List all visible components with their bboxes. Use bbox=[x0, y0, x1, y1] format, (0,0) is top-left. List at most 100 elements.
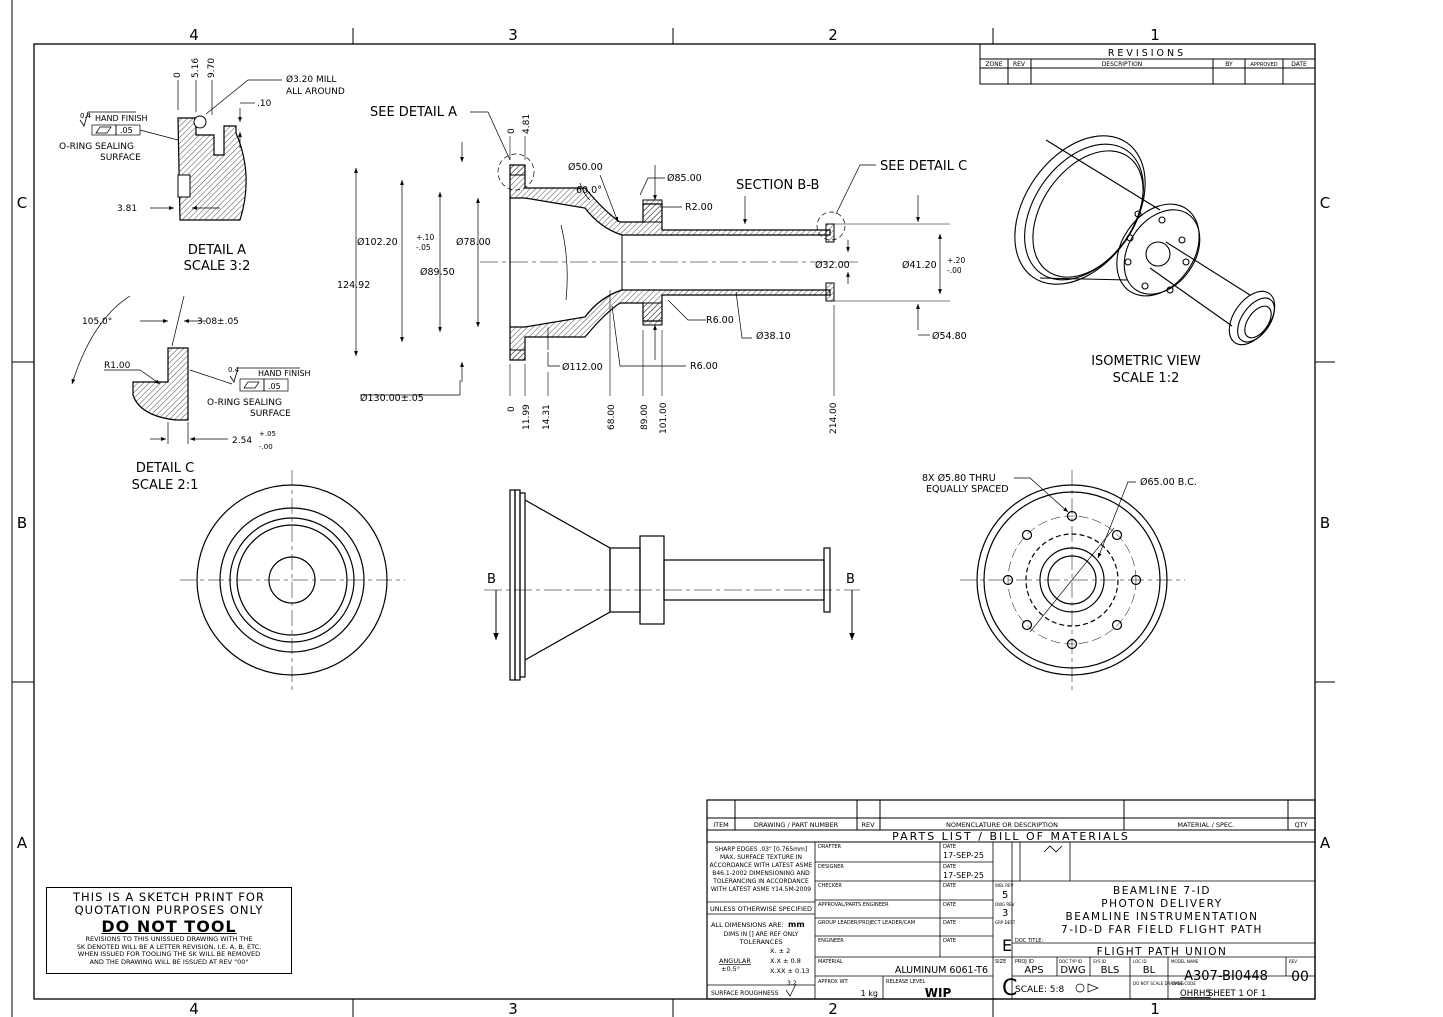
dimension-label: 0 bbox=[173, 72, 183, 78]
zone-col-2-top: 2 bbox=[828, 26, 838, 44]
iso-title: ISOMETRIC VIEW bbox=[1091, 354, 1201, 369]
dimension-label: BEAMLINE 7-ID bbox=[1113, 885, 1211, 897]
dimension-label: HAND FINISH bbox=[95, 114, 148, 123]
dimension-label: LOC ID bbox=[1133, 959, 1147, 964]
dimension-label: R6.00 bbox=[706, 315, 734, 326]
dimension-label: HAND FINISH bbox=[258, 369, 311, 378]
zone-col-3-top: 3 bbox=[508, 26, 518, 44]
dimension-label: WBL REV bbox=[995, 883, 1014, 888]
dimension-label: Ø89.50 bbox=[420, 267, 455, 278]
section-detail-a-circle bbox=[497, 153, 535, 191]
zone-col-3-bottom: 3 bbox=[508, 1000, 518, 1017]
detail-c-scale: SCALE 2:1 bbox=[132, 478, 199, 493]
zone-labels: 4 3 2 1 4 3 2 1 C B A C B A bbox=[17, 26, 1331, 1017]
dimension-label: 3.08±.05 bbox=[197, 317, 239, 327]
dimension-label: Ø54.80 bbox=[932, 331, 967, 342]
dimension-label: UNLESS OTHERWISE SPECIFIED bbox=[710, 905, 812, 913]
dimension-label: 4.81 bbox=[522, 114, 532, 134]
detail-a-scale: SCALE 3:2 bbox=[184, 259, 251, 274]
end-view-left bbox=[180, 470, 405, 690]
dimension-label: SURFACE bbox=[100, 153, 141, 163]
dimension-label: CAGE CODE bbox=[1172, 981, 1196, 986]
dimension-label: 0.4 bbox=[228, 366, 240, 374]
dimension-label: SIZE bbox=[995, 959, 1006, 965]
dimension-label: ALUMINUM 6061-T6 bbox=[895, 965, 988, 976]
dimension-label: SURFACE bbox=[250, 409, 291, 419]
dimension-label: 60.0° bbox=[576, 185, 602, 196]
dimension-label: C bbox=[1002, 976, 1017, 1001]
revisions-table: REVISIONS ZONE REV DESCRIPTION BY APPROV… bbox=[979, 43, 1316, 85]
dimension-label: 5 bbox=[1002, 890, 1008, 901]
dimension-label: DATE bbox=[943, 938, 956, 944]
dimension-label: Ø50.00 bbox=[568, 162, 603, 173]
dimension-label: DATE bbox=[943, 864, 956, 870]
dimension-label: APS bbox=[1024, 965, 1043, 976]
dimension-label: 214.00 bbox=[829, 402, 839, 434]
dimension-label: 7-ID-D FAR FIELD FLIGHT PATH bbox=[1061, 924, 1263, 936]
dimension-label: Ø41.20 bbox=[902, 260, 937, 271]
dimension-label: MAX. SURFACE TEXTURE IN bbox=[720, 854, 802, 861]
detail-a-groove bbox=[177, 174, 191, 198]
dimension-label: .10 bbox=[257, 99, 272, 109]
dimension-label: DATE bbox=[943, 902, 956, 908]
dimension-label: O-RING SEALING bbox=[207, 398, 282, 408]
dimension-label: X.X ± 0.8 bbox=[770, 957, 801, 965]
dimension-label: TOLERANCING IN ACCORDANCE bbox=[712, 878, 809, 885]
detail-a-hatched-profile bbox=[177, 117, 247, 221]
rev-col-zone: ZONE bbox=[985, 61, 1002, 68]
dimension-label: PHOTON DELIVERY bbox=[1101, 898, 1222, 910]
dimension-label: DO NOT SCALE DRAWING bbox=[1133, 981, 1184, 986]
section-hatch-bottom bbox=[509, 289, 831, 361]
dimension-label: Ø85.00 bbox=[667, 173, 702, 184]
sheet-border bbox=[11, 0, 1335, 1017]
sketch-note-small-1: REVISIONS TO THIS UNISSUED DRAWING WITH … bbox=[85, 935, 253, 943]
zone-row-a-right: A bbox=[1320, 834, 1331, 852]
title-block-text: SHARP EDGES .03" [0.765mm] MAX. SURFACE … bbox=[710, 844, 1309, 1001]
dimension-label: DWG bbox=[1060, 965, 1085, 976]
dimension-label: BL bbox=[1143, 965, 1156, 976]
dimension-label: APPROX WT: bbox=[818, 979, 849, 985]
dimension-label: mm bbox=[788, 920, 805, 929]
title-block bbox=[707, 842, 1315, 999]
detail-c: 105.0° 3.08±.05 R1.00 0.4 HAND FINISH .0… bbox=[71, 295, 311, 493]
dimension-label: .05 bbox=[268, 382, 281, 391]
section-detail-c-circle bbox=[816, 211, 846, 241]
dimension-label: 3 bbox=[1002, 908, 1008, 919]
isometric-view bbox=[1014, 135, 1276, 346]
dimension-label: SHARP EDGES .03" [0.765mm] bbox=[715, 846, 807, 853]
sketch-note-line-1: THIS IS A SKETCH PRINT FOR bbox=[73, 890, 265, 904]
dimension-label: Ø32.00 bbox=[815, 260, 850, 271]
dimension-label: 5.16 bbox=[191, 58, 201, 78]
dimension-label: REV bbox=[1289, 959, 1297, 964]
dimension-label: Ø38.10 bbox=[756, 331, 791, 342]
dimension-label: BEAMLINE INSTRUMENTATION bbox=[1065, 911, 1258, 923]
dimension-label: Ø112.00 bbox=[562, 362, 603, 373]
side-view bbox=[484, 489, 860, 681]
dimension-label: X.XX ± 0.13 bbox=[770, 967, 809, 975]
zone-row-b-right: B bbox=[1320, 514, 1330, 532]
dimension-label: X. ± 2 bbox=[770, 947, 790, 955]
section-title: SECTION B-B bbox=[736, 178, 819, 193]
dimension-label: +.20 bbox=[947, 256, 965, 265]
rev-col-by: BY bbox=[1225, 61, 1233, 68]
dimension-label: 68.00 bbox=[607, 404, 617, 430]
dimension-label: ALL DIMENSIONS ARE: bbox=[711, 921, 784, 929]
dimension-label: 00 bbox=[1291, 969, 1309, 985]
zone-col-1-bottom: 1 bbox=[1150, 1000, 1160, 1017]
dimension-label: ITEM bbox=[713, 821, 729, 829]
rev-col-description: DESCRIPTION bbox=[1102, 61, 1143, 68]
sketch-print-note: THIS IS A SKETCH PRINT FOR QUOTATION PUR… bbox=[46, 887, 292, 974]
dimension-label: DATE bbox=[943, 844, 956, 850]
dimension-label: REV bbox=[861, 821, 875, 829]
dimension-label: 0 bbox=[507, 128, 517, 134]
dimension-label: ENGINEER bbox=[818, 938, 844, 944]
hole-callout: 8X Ø5.80 THRU bbox=[922, 473, 996, 484]
dimension-label: 17-SEP-25 bbox=[943, 871, 984, 880]
iso-scale: SCALE 1:2 bbox=[1113, 371, 1180, 386]
dimension-label: WIP bbox=[925, 986, 952, 1000]
dimension-label: 17-SEP-25 bbox=[943, 851, 984, 860]
projection-symbol-icon bbox=[1075, 983, 1085, 993]
dimension-label: R1.00 bbox=[104, 361, 131, 371]
detail-a: 0 5.16 9.70 Ø3.20 MILL ALL AROUND .10 3.… bbox=[59, 58, 345, 274]
dimension-label: NOMENCLATURE OR DESCRIPTION bbox=[946, 821, 1058, 829]
